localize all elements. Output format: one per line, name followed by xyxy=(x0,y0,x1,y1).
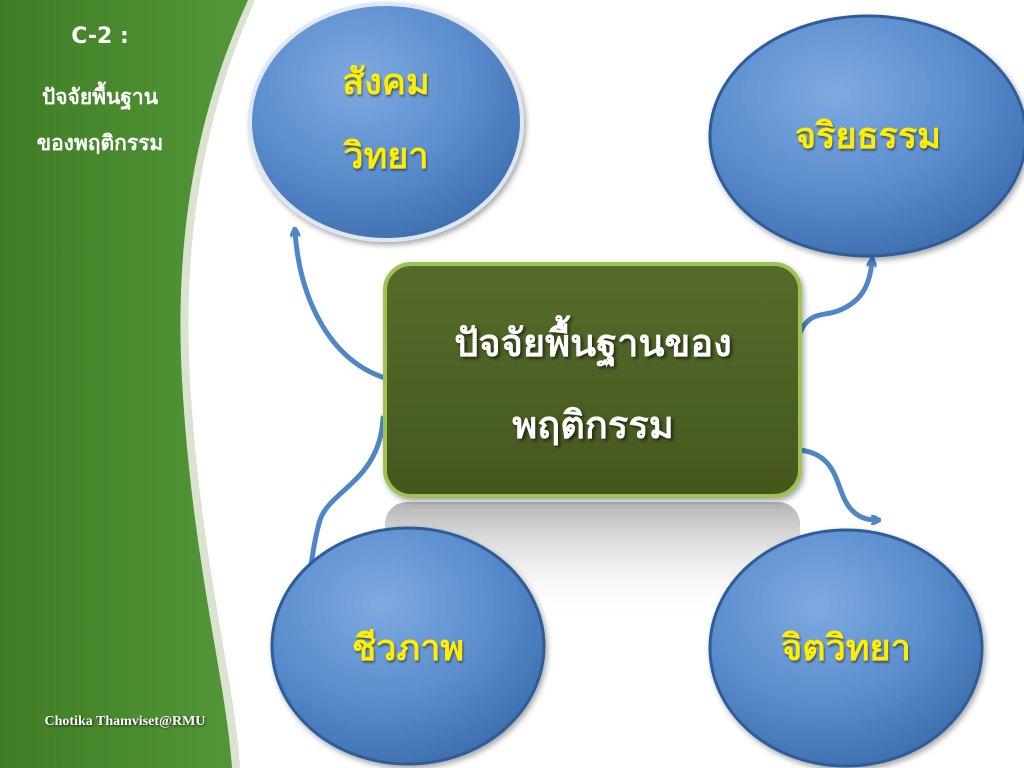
sidebar-panel xyxy=(0,0,255,768)
author-credit: Chotika Thamviset@RMU xyxy=(44,714,206,729)
center-box-label: ปัจจัยพื้นฐานของ พฤติกรรม xyxy=(388,302,798,466)
sociology-label: สังคม วิทยา xyxy=(266,46,506,194)
center-box xyxy=(383,262,802,498)
arrow-to-ethics xyxy=(787,262,872,391)
sidebar-title-line2: ของพฤติกรรม xyxy=(36,131,164,155)
ethics-circle xyxy=(708,14,1024,258)
arrow-to-biology xyxy=(310,415,386,572)
sociology-label-line2: วิทยา xyxy=(343,136,429,177)
biology-circle xyxy=(270,526,546,766)
center-box-line1: ปัจจัยพื้นฐานของ xyxy=(454,321,732,365)
ethics-label: จริยธรรม xyxy=(795,116,941,157)
psychology-circle xyxy=(708,528,984,768)
center-box-line2: พฤติกรรม xyxy=(512,403,674,447)
slide-code: C-2 : xyxy=(71,24,129,49)
psychology-label: จิตวิทยา xyxy=(781,628,911,669)
sidebar-title-line1: ปัจจัยพื้นฐาน xyxy=(41,85,159,109)
biology-label: ชีวภาพ xyxy=(351,628,465,669)
sociology-label-line1: สังคม xyxy=(342,62,430,103)
arrow-to-psychology xyxy=(797,447,876,520)
arrow-to-sociology xyxy=(295,232,388,381)
sidebar-title: ปัจจัยพื้นฐาน ของพฤติกรรม xyxy=(6,74,194,166)
sociology-circle xyxy=(248,2,524,242)
